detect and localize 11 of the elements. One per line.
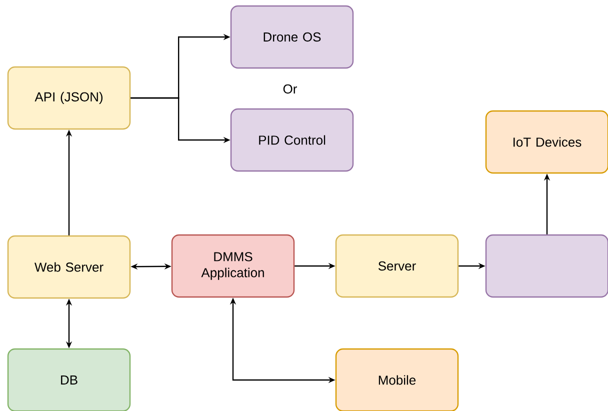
empty-box [485, 234, 608, 298]
process-box: Mobile [335, 348, 459, 411]
process-box: DB [7, 348, 131, 411]
process-box: IoT Devices [485, 110, 608, 174]
process-box: PID Control [230, 108, 354, 172]
process-box: Server [335, 234, 459, 298]
process-box: Drone OS [230, 5, 354, 69]
process-box: DMMS Application [171, 234, 295, 298]
process-box: API (JSON) [7, 66, 131, 130]
process-box: Web Server [7, 235, 131, 299]
note-text: Or [283, 84, 297, 94]
